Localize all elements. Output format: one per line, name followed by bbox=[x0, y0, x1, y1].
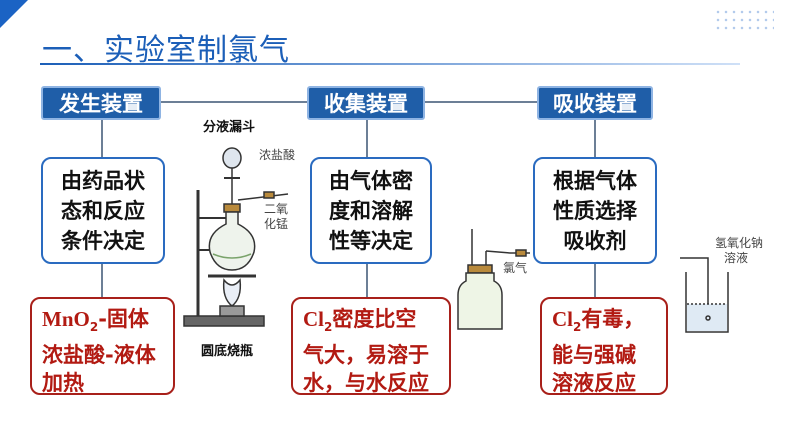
mno2-label-a: 二氧 bbox=[264, 202, 289, 216]
page-title: 一、实验室制氯气 bbox=[42, 33, 290, 68]
text-cl: Cl bbox=[552, 307, 573, 331]
connector-3-mid bbox=[594, 118, 596, 158]
generation-basis-line: 条件决定 bbox=[61, 228, 145, 253]
header-collection: 收集装置 bbox=[307, 86, 425, 120]
absorption-basis-line: 性质选择 bbox=[553, 198, 637, 223]
generation-detail-box: MnO2-固体 浓盐酸-液体 加热 bbox=[30, 297, 175, 395]
chlorine-label: 氯气 bbox=[503, 261, 528, 275]
absorption-apparatus-illustration bbox=[680, 257, 729, 333]
title-underline bbox=[40, 63, 740, 65]
generation-basis-line: 态和反应 bbox=[61, 198, 145, 223]
collection-apparatus-illustration bbox=[457, 229, 530, 330]
collection-basis-line: 度和溶解 bbox=[329, 198, 413, 223]
text-density: 密度比空 bbox=[332, 307, 417, 331]
hcl-label: 浓盐酸 bbox=[259, 148, 296, 162]
detail-line: 能与强碱 bbox=[552, 343, 636, 368]
detail-line: 气大，易溶于 bbox=[303, 343, 429, 368]
absorption-basis-box: 根据气体性质选择吸收剂 bbox=[533, 157, 657, 264]
connector-1-mid bbox=[101, 118, 103, 158]
text-toxic: 有毒， bbox=[581, 307, 645, 331]
detail-line: Cl2有毒， bbox=[552, 305, 656, 341]
generation-apparatus-illustration bbox=[183, 147, 289, 327]
connector-2-mid bbox=[366, 118, 368, 158]
dot-pattern-decoration bbox=[714, 8, 774, 30]
connector-2-bottom bbox=[366, 264, 368, 298]
collection-basis-box: 由气体密度和溶解性等决定 bbox=[310, 157, 432, 264]
corner-decoration bbox=[0, 0, 28, 28]
subscript-2: 2 bbox=[324, 320, 333, 335]
connector-3-bottom bbox=[594, 264, 596, 298]
header-generation: 发生装置 bbox=[41, 86, 161, 120]
generation-basis-line: 由药品状 bbox=[61, 168, 145, 193]
collection-detail-box: Cl2密度比空 气大，易溶于 水，与水反应 bbox=[291, 297, 451, 395]
flask-label: 圆底烧瓶 bbox=[201, 344, 254, 359]
text-cl: Cl bbox=[303, 307, 324, 331]
naoh-label-a: 氢氧化钠 bbox=[715, 236, 764, 250]
text-solid: -固体 bbox=[98, 307, 149, 331]
detail-line: MnO2-固体 bbox=[42, 305, 163, 341]
connector-1-bottom bbox=[101, 264, 103, 298]
funnel-label: 分液漏斗 bbox=[203, 120, 256, 135]
subscript-2: 2 bbox=[89, 320, 99, 335]
header-absorption: 吸收装置 bbox=[537, 86, 653, 120]
detail-line: Cl2密度比空 bbox=[303, 305, 439, 341]
detail-line: 溶液反应 bbox=[552, 371, 636, 396]
collection-basis-line: 性等决定 bbox=[329, 228, 413, 253]
absorption-basis-line: 根据气体 bbox=[553, 168, 637, 193]
generation-basis-box: 由药品状态和反应条件决定 bbox=[41, 157, 165, 264]
text-mno: MnO bbox=[42, 307, 90, 331]
detail-line: 浓盐酸-液体 bbox=[42, 343, 156, 368]
absorption-detail-box: Cl2有毒， 能与强碱 溶液反应 bbox=[540, 297, 668, 395]
detail-line: 加热 bbox=[42, 371, 84, 396]
subscript-2: 2 bbox=[573, 320, 582, 335]
absorption-basis-line: 吸收剂 bbox=[563, 228, 627, 253]
naoh-label-b: 溶液 bbox=[724, 251, 749, 265]
detail-line: 水，与水反应 bbox=[303, 371, 429, 396]
mno2-label-b: 化锰 bbox=[264, 217, 289, 231]
collection-basis-line: 由气体密 bbox=[329, 168, 413, 193]
